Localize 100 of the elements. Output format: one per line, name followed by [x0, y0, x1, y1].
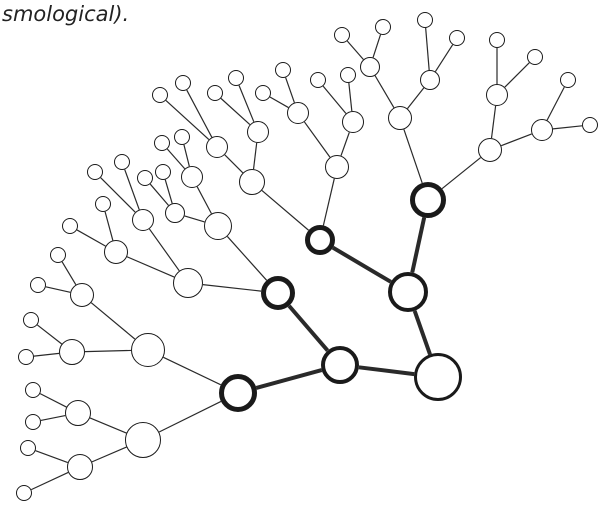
tree-node-circle [20, 440, 36, 456]
tree-node-circle [16, 485, 32, 501]
tree-node-circle [104, 240, 128, 264]
connector-line [183, 144, 190, 166]
tree-node-circle [95, 196, 111, 212]
tree-node-circle [531, 119, 553, 141]
tree-node-circle [414, 353, 462, 401]
connector-line [36, 324, 62, 344]
tree-node-circle [137, 170, 153, 186]
connector-line [220, 98, 250, 126]
connector-line [186, 90, 212, 138]
connector-line [40, 393, 67, 408]
tree-node-circle [173, 268, 203, 298]
connector-line [332, 246, 392, 284]
connector-line [84, 350, 132, 352]
tree-node-circle [175, 75, 191, 91]
connector-line [148, 228, 180, 272]
tree-node-circle [560, 72, 576, 88]
connector-line [442, 157, 482, 190]
tree-node-circle [340, 67, 356, 83]
tree-node-circle [50, 247, 66, 263]
connector-line [346, 40, 364, 60]
connector-line [500, 133, 532, 146]
connector-line [104, 212, 114, 241]
connector-line [270, 96, 289, 108]
tree-node-circle [410, 182, 446, 218]
tree-node-circle [325, 155, 349, 179]
tree-node-circle [261, 276, 295, 310]
tree-node-circle [87, 164, 103, 180]
tree-node-circle [30, 277, 46, 293]
connector-line [340, 132, 350, 156]
connector-line [256, 368, 322, 390]
connector-line [126, 256, 174, 278]
tree-node-circle [62, 218, 78, 234]
connector-line [166, 100, 210, 140]
connector-line [35, 450, 68, 464]
connector-line [100, 177, 136, 213]
tree-node-circle [70, 283, 94, 307]
tree-node-circle [228, 70, 244, 86]
tree-node-circle [420, 70, 440, 90]
tree-node-circle [165, 203, 185, 223]
connector-line [90, 302, 136, 340]
tree-node-circle [478, 138, 502, 162]
connector-line [224, 154, 244, 174]
connector-line [304, 122, 330, 158]
tree-node-circle [375, 19, 391, 35]
tree-node-circle [287, 102, 309, 124]
tree-node-circle [310, 72, 326, 88]
tree-node-circle [417, 12, 433, 28]
tree-node-circle [152, 87, 168, 103]
tree-node-circle [59, 339, 85, 365]
tree-node-circle [207, 85, 223, 101]
connector-line [410, 217, 426, 273]
tree-node-circle [360, 57, 380, 77]
tree-node-circle [582, 117, 598, 133]
connector-line [358, 365, 414, 376]
tree-node-circle [23, 312, 39, 328]
connector-line [490, 106, 496, 138]
connector-line [31, 472, 68, 490]
connector-line [288, 304, 330, 352]
connector-line [348, 82, 352, 112]
tree-node-circle [132, 209, 154, 231]
connector-line [434, 44, 454, 72]
tree-node-circle [342, 111, 364, 133]
tree-node-circle [174, 129, 190, 145]
tree-node-circle [527, 49, 543, 65]
connector-line [46, 286, 70, 293]
connector-line [184, 215, 205, 223]
tree-node-circle [449, 30, 465, 46]
tree-node-circle [321, 346, 359, 384]
connector-line [62, 262, 76, 286]
connector-line [150, 184, 169, 206]
connector-line [372, 34, 382, 58]
connector-line [496, 48, 498, 84]
tree-node-circle [65, 400, 91, 426]
connector-line [34, 352, 60, 357]
tree-node-circle [206, 136, 228, 158]
tree-node-circle [25, 382, 41, 398]
tree-node-circle [155, 164, 171, 180]
connector-line [322, 178, 335, 226]
tree-node-circle [334, 27, 350, 43]
connector-line [90, 417, 127, 434]
tree-node-circle [486, 84, 508, 106]
tree-node-circle [219, 374, 257, 412]
connector-line [92, 446, 127, 462]
caption-text-fragment: smological). [2, 1, 130, 27]
tree-node-circle [18, 349, 34, 365]
connector-line [546, 86, 565, 121]
connector-line [163, 356, 222, 386]
tree-node-circle [181, 166, 203, 188]
connector-line [252, 142, 258, 170]
tree-node-circle [305, 225, 335, 255]
connector-line [374, 75, 394, 108]
tree-node-circle [275, 62, 291, 78]
connector-line [158, 400, 222, 433]
tree-node-circle [239, 169, 265, 195]
tree-node-circle [255, 85, 271, 101]
tree-node-circle [388, 106, 412, 130]
tree-node-circle [25, 414, 41, 430]
tree-node-circle [131, 333, 165, 367]
